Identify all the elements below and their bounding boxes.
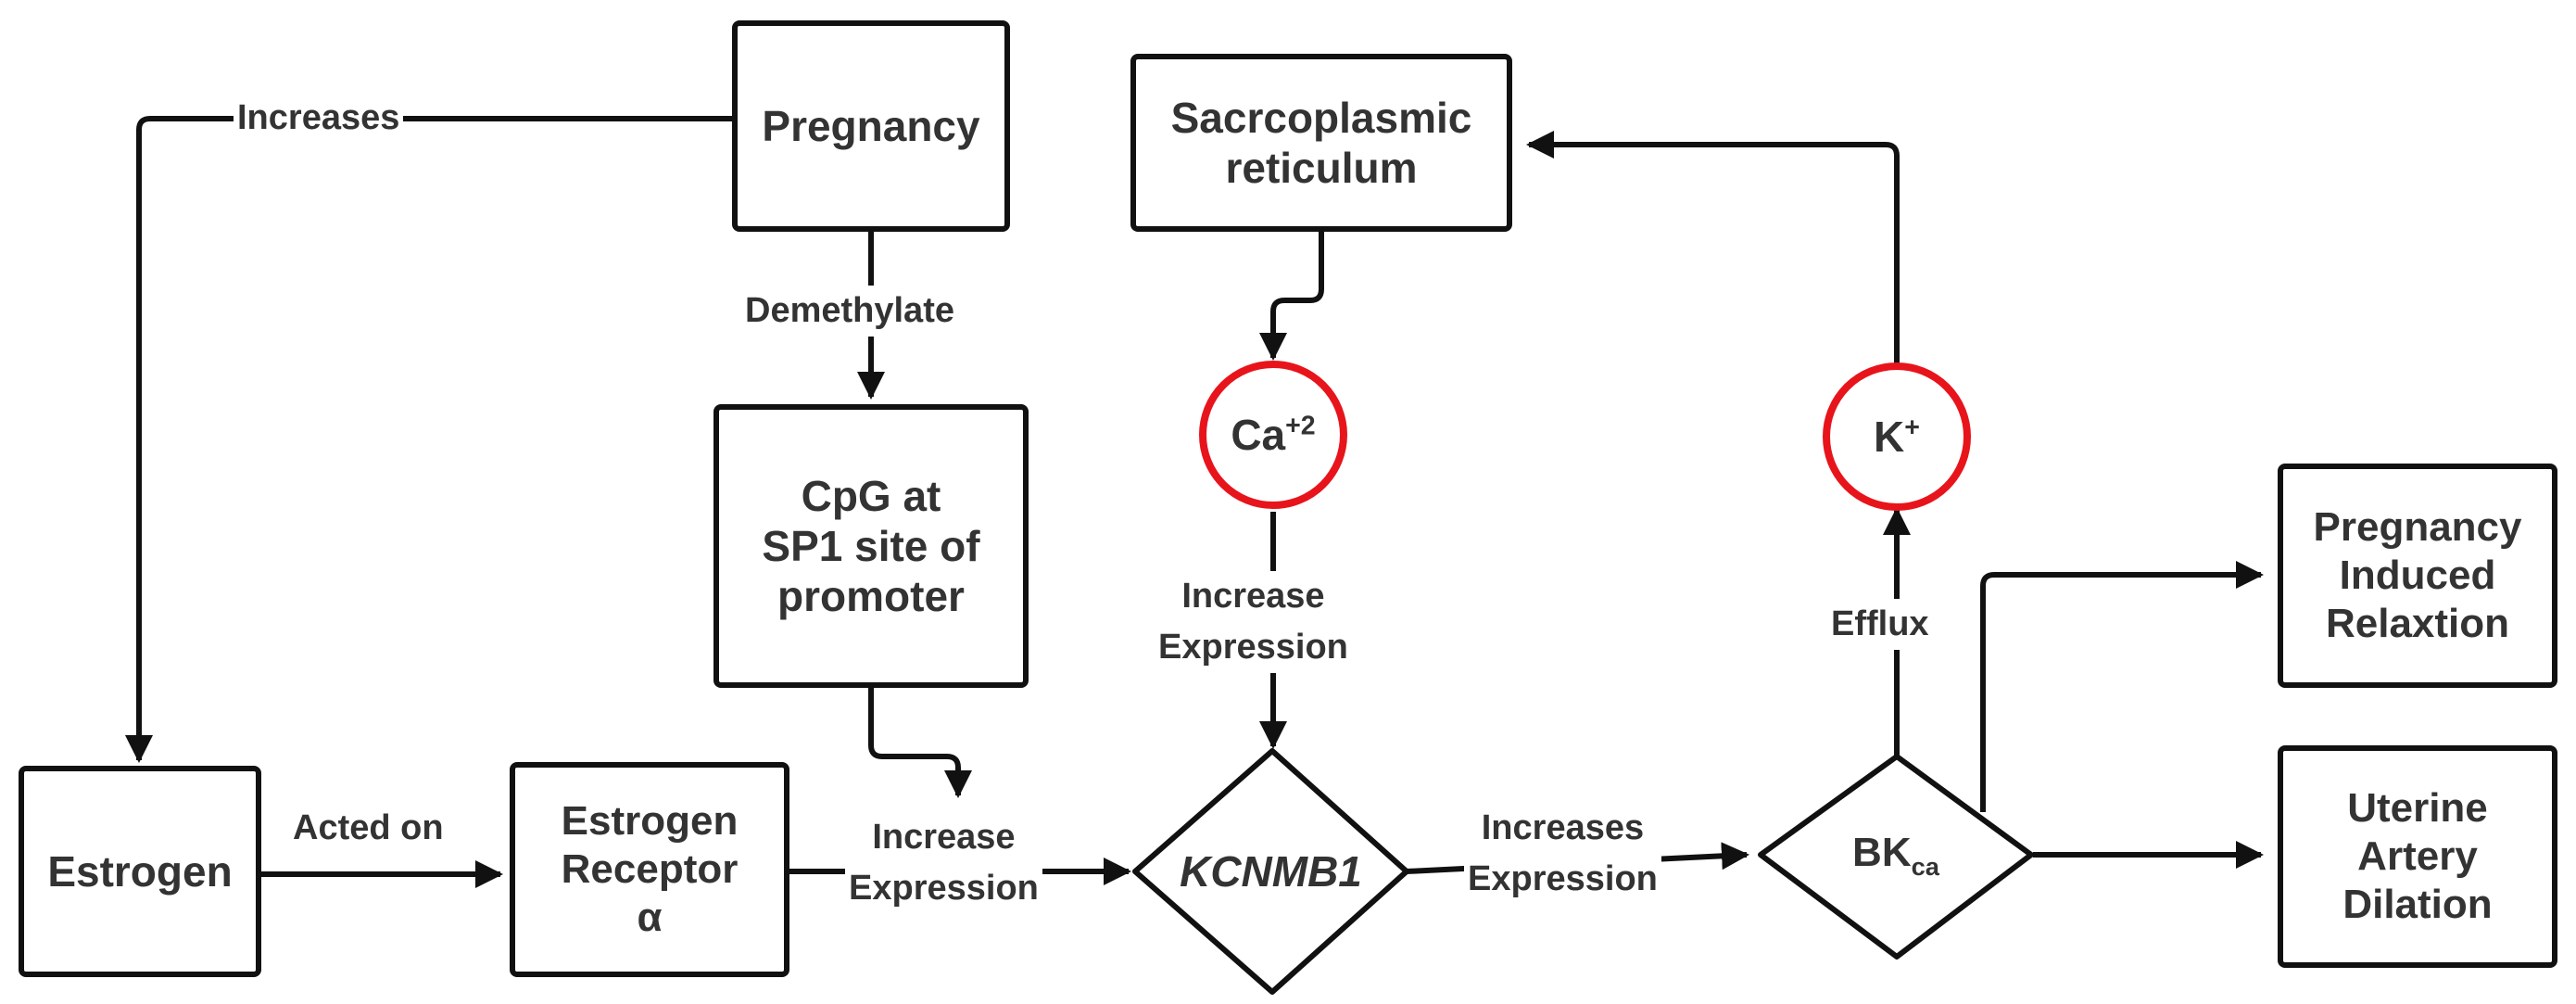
arrow-cpg-to-kcnmb1 [868, 688, 972, 798]
calcium-node: Ca+2 [1203, 364, 1344, 505]
pregnancy-node: Pregnancy [732, 20, 1010, 232]
uterine-artery-dilation-node: Uterine Artery Dilation [2278, 745, 2557, 968]
sarcoplasmic-reticulum-node: Sacrcoplasmic reticulum [1130, 54, 1512, 232]
sarcoplasmic-reticulum-label: Sacrcoplasmic reticulum [1170, 93, 1472, 192]
edge-label-increase-expression-2: Increase Expression [1155, 571, 1352, 674]
arrow-bkca-to-relaxation [1980, 561, 2264, 812]
potassium-ring [1823, 362, 1971, 511]
kcnmb1-node: KCNMB1 [1135, 816, 1407, 927]
pregnancy-induced-relaxation-node: Pregnancy Induced Relaxtion [2278, 464, 2557, 688]
edge-label-increase-expression-1: Increase Expression [845, 812, 1042, 915]
calcium-ring [1199, 361, 1347, 509]
edge-label-increases-expression: Increases Expression [1464, 803, 1661, 906]
uterine-artery-dilation-label: Uterine Artery Dilation [2342, 785, 2493, 927]
calcium-label: Ca+2 [1231, 410, 1316, 459]
kcnmb1-label: KCNMB1 [1180, 846, 1362, 896]
arrow-sr-to-calcium [1259, 232, 1324, 361]
estrogen-label: Estrogen [47, 846, 233, 896]
kcnmb1-diamond [1132, 748, 1409, 995]
bkca-diamond [1758, 754, 2034, 960]
edge-label-efflux: Efflux [1827, 599, 1933, 651]
edge-label-acted-on: Acted on [293, 808, 444, 847]
arrow-pregnancy-to-estrogen [125, 116, 732, 763]
edge-label-increases: Increases [234, 93, 404, 145]
estrogen-receptor-label: Estrogen Receptor α [561, 798, 739, 940]
cpg-label: CpG at SP1 site of promoter [762, 471, 980, 621]
pregnancy-label: Pregnancy [762, 101, 980, 150]
estrogen-receptor-node: Estrogen Receptor α [510, 762, 789, 977]
arrow-potassium-to-sr [1526, 131, 1900, 363]
potassium-label: K+ [1874, 412, 1920, 461]
pregnancy-induced-relaxation-label: Pregnancy Induced Relaxtion [2313, 504, 2522, 646]
bkca-label: BKca [1852, 829, 1939, 881]
estrogen-node: Estrogen [19, 766, 261, 977]
potassium-node: K+ [1826, 366, 1967, 507]
bkca-node: BKca [1761, 803, 2031, 907]
cpg-node: CpG at SP1 site of promoter [713, 404, 1029, 688]
edge-label-demethylate: Demethylate [741, 286, 958, 337]
